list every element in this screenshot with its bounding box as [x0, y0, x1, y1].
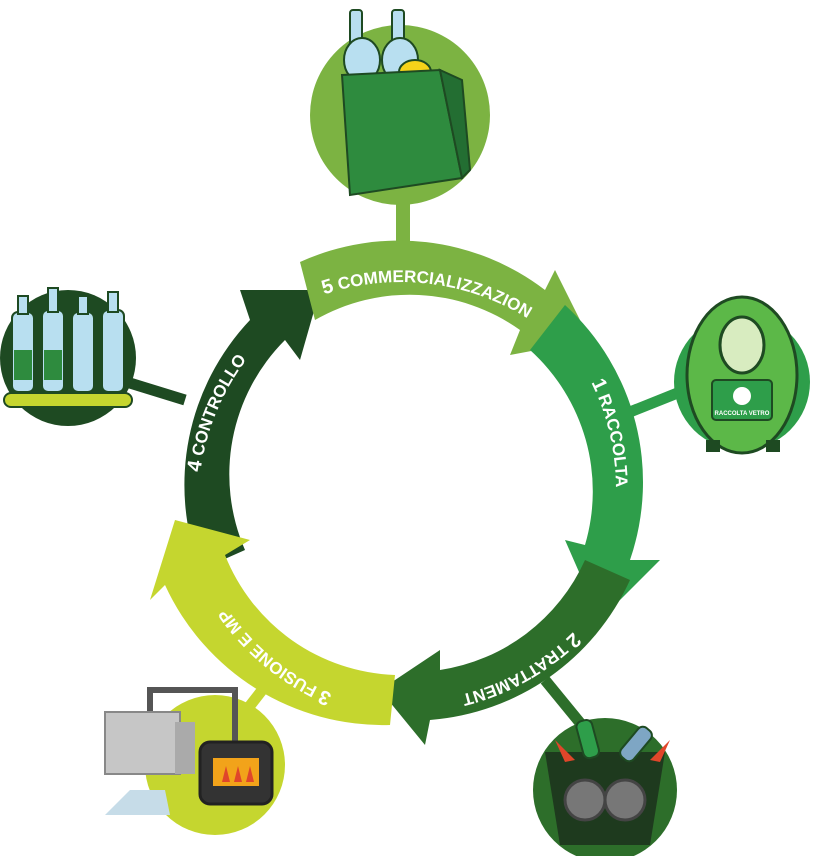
shopping-bag-with-bottles-icon [310, 9, 490, 205]
segment-trattamento [380, 560, 630, 745]
glass-collection-bin-icon: RACCOLTA VETRO [674, 295, 810, 455]
segment-controllo [184, 290, 320, 570]
segment-commercializzazione [300, 240, 590, 355]
melting-furnace-icon [104, 687, 285, 835]
segment-fusione [150, 520, 395, 726]
bottles-on-conveyor-icon [0, 287, 136, 426]
cycle-ring [150, 240, 660, 745]
bin-label: RACCOLTA VETRO [715, 411, 770, 417]
segment-raccolta [530, 305, 660, 620]
glass-crusher-icon [533, 718, 677, 856]
